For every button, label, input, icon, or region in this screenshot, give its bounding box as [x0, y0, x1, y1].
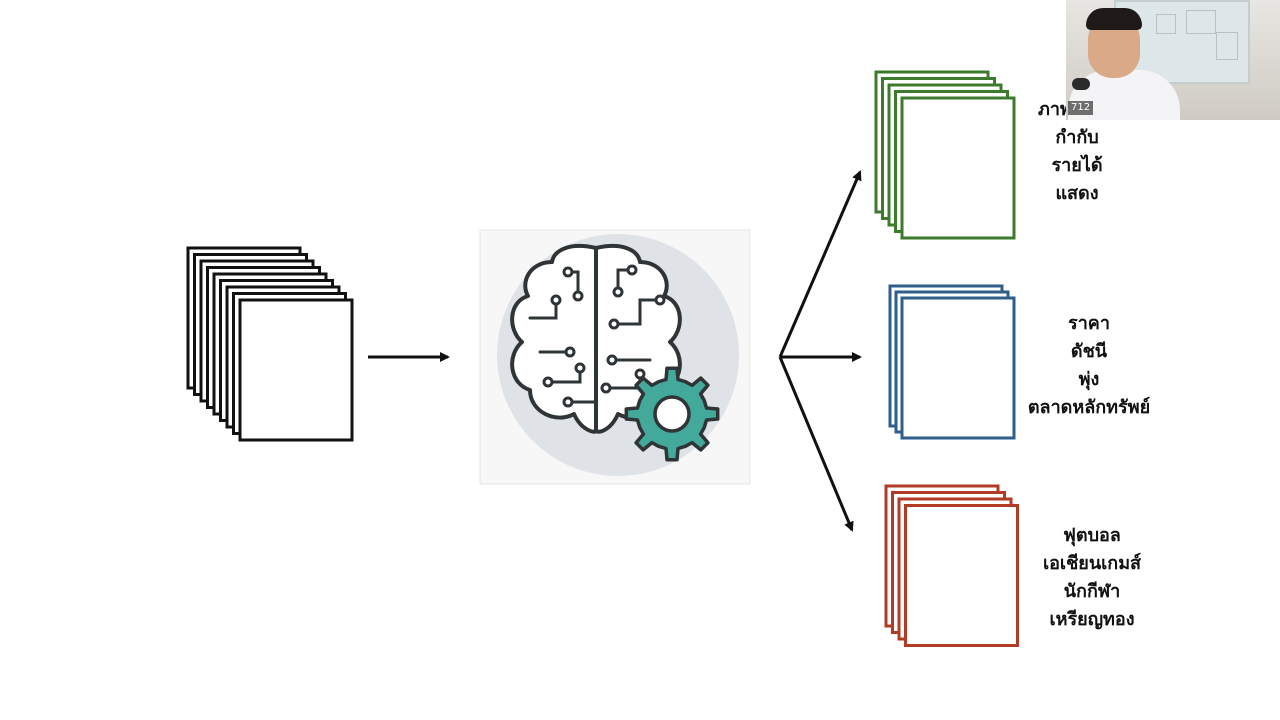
- branch-arrows: [778, 170, 862, 532]
- input-document-stack: [186, 246, 354, 442]
- keyword: เอเชียนเกมส์: [1042, 553, 1142, 574]
- keyword: รายได้: [1051, 155, 1103, 176]
- paper-sheet: [900, 96, 1016, 240]
- brain-gear-icon: [479, 229, 751, 485]
- output-stack-green: [874, 70, 1016, 240]
- paper-sheet: [900, 296, 1016, 440]
- presenter-hair: [1086, 8, 1142, 30]
- output-stack-blue: [888, 284, 1016, 440]
- keyword: เหรียญทอง: [1049, 609, 1135, 630]
- keyword: พุ่ง: [1078, 369, 1100, 390]
- keyword: แสดง: [1055, 183, 1099, 204]
- paper-sheet: [904, 504, 1019, 647]
- keyword: กำกับ: [1055, 127, 1099, 148]
- microphone-icon: [1072, 78, 1090, 90]
- keywords-red: ฟุตบอล เอเชียนเกมส์ นักกีฬา เหรียญทอง: [1024, 522, 1160, 634]
- gear-icon: [624, 366, 720, 462]
- keywords-blue: ราคา ดัชนี พุ่ง ตลาดหลักทรัพย์: [1014, 310, 1164, 422]
- keyword: นักกีฬา: [1063, 581, 1121, 602]
- keyword: ตลาดหลักทรัพย์: [1027, 397, 1151, 418]
- webcam-label: 712: [1068, 101, 1094, 115]
- keyword: ราคา: [1068, 313, 1110, 334]
- presenter-webcam: 712: [1066, 0, 1280, 120]
- paper-sheet: [238, 298, 354, 442]
- keyword: ดัชนี: [1070, 341, 1108, 362]
- keyword: ฟุตบอล: [1063, 525, 1121, 546]
- output-stack-red: [884, 484, 1019, 647]
